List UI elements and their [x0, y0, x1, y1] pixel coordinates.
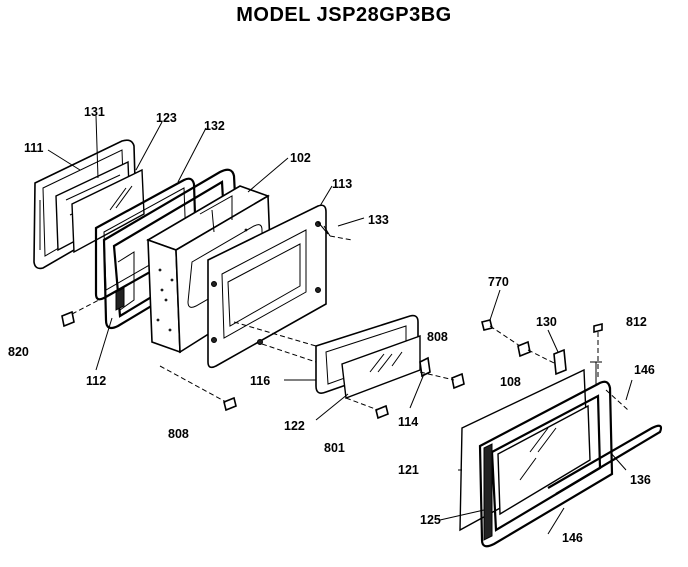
diagram-title: MODEL JSP28GP3BG: [236, 4, 452, 26]
label-133: 133: [368, 213, 389, 227]
label-114: 114: [398, 415, 418, 429]
leader-lines: [47, 115, 633, 535]
label-123: 123: [156, 111, 177, 125]
part-130-bracket: [553, 348, 567, 376]
part-labels: 111 131 123 132 102 113 133 820 112 116 …: [8, 105, 655, 545]
label-808-upper: 808: [427, 330, 448, 344]
label-131: 131: [84, 105, 105, 119]
label-132: 132: [204, 119, 225, 133]
label-111: 111: [24, 141, 44, 155]
label-808-lower: 808: [168, 427, 189, 441]
label-121: 121: [398, 463, 419, 477]
label-122: 122: [284, 419, 305, 433]
label-812: 812: [626, 315, 647, 329]
label-801: 801: [324, 441, 345, 455]
part-122-glass: [341, 335, 421, 399]
label-108: 108: [500, 375, 521, 389]
label-125: 125: [420, 513, 441, 527]
label-136: 136: [630, 473, 651, 487]
label-113: 113: [332, 177, 352, 191]
label-146-right: 146: [634, 363, 655, 377]
label-102: 102: [290, 151, 311, 165]
label-116: 116: [250, 374, 270, 388]
label-130: 130: [536, 315, 557, 329]
label-770: 770: [488, 275, 509, 289]
part-113-inner-panel: [207, 204, 327, 369]
assembly-lines: [71, 235, 629, 411]
label-146-bottom: 146: [562, 531, 583, 545]
label-112: 112: [86, 374, 106, 388]
fasteners: [61, 221, 603, 420]
part-123-glass: [71, 168, 145, 254]
label-820: 820: [8, 345, 29, 359]
part-125-door-frame: [478, 380, 614, 548]
part-136-handle: [547, 361, 663, 495]
